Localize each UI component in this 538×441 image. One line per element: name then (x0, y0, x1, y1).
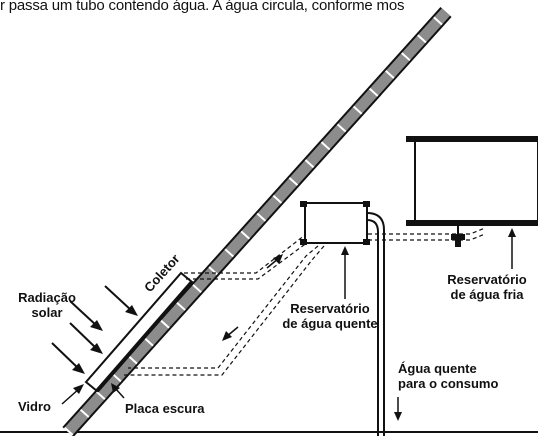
consumption-label-line2: para o consumo (398, 376, 499, 391)
circulation-pipes (124, 227, 486, 376)
caption-fragment: r passa um tubo contendo água. A água ci… (0, 0, 405, 14)
collector-frame (84, 271, 194, 393)
radiation-arrows (51, 285, 138, 374)
radiation-label-line1: Radiação (18, 290, 76, 305)
hot-reservoir (300, 201, 370, 245)
label-pointers (61, 228, 516, 421)
hot-reservoir-label-line2: de água quente (282, 316, 378, 331)
radiation-label: Radiação solar (6, 290, 88, 320)
inclined-tube (62, 6, 452, 438)
flow-arrows (222, 254, 283, 341)
cold-reservoir-label: Reservatório de água fria (436, 272, 538, 302)
consumption-label: Água quente para o consumo (398, 361, 498, 391)
hot-water-outlet-pipe (366, 212, 385, 436)
cold-reservoir (406, 136, 538, 247)
cold-reservoir-label-line1: Reservatório (447, 272, 527, 287)
radiation-label-line2: solar (31, 305, 63, 320)
hot-reservoir-label-line1: Reservatório (290, 301, 370, 316)
dark-plate-label: Placa escura (125, 401, 205, 416)
hot-reservoir-label: Reservatório de água quente (265, 301, 395, 331)
glass-label: Vidro (18, 399, 51, 414)
consumption-label-line1: Água quente (398, 361, 477, 376)
cold-reservoir-label-line2: de água fria (450, 287, 524, 302)
